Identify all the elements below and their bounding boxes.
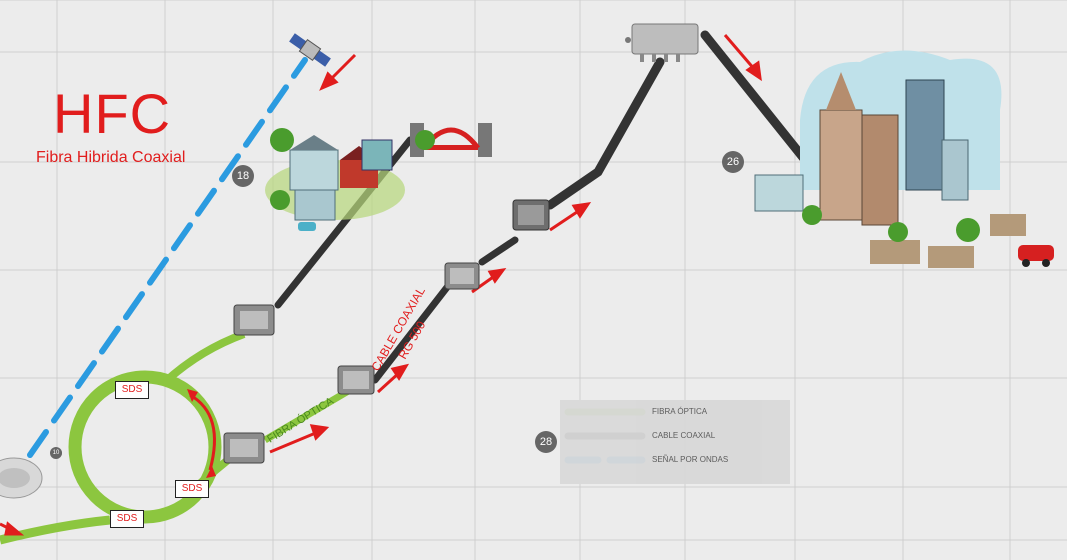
- legend-fibra-label: FIBRA ÓPTICA: [652, 407, 708, 416]
- houses-icon: [265, 128, 405, 231]
- splitter-icon: [625, 23, 699, 62]
- coax-to-city: [700, 30, 810, 165]
- coax-node3: [371, 273, 459, 384]
- fiber-link-node1: [162, 330, 246, 385]
- ring-arrow: [189, 393, 216, 471]
- ring-arrow-head: [187, 389, 198, 402]
- dish-icon: [0, 457, 43, 499]
- signal-arrows: [0, 34, 762, 536]
- sds-box-right: SDS: [175, 480, 209, 498]
- callout-28: 28: [535, 431, 557, 453]
- node-icon: [337, 365, 375, 395]
- sds-box-bottom: SDS: [110, 510, 144, 528]
- node-icon: [444, 262, 480, 290]
- node-icon: [512, 199, 550, 231]
- fiber-link-headend: [0, 515, 111, 545]
- legend-cable-label: CABLE COAXIAL: [652, 431, 716, 440]
- page-title: HFC: [53, 82, 172, 145]
- city-icon: [754, 50, 1026, 268]
- coax-amp1: [478, 236, 519, 266]
- legend: FIBRA ÓPTICA CABLE COAXIAL SEÑAL POR OND…: [560, 400, 790, 484]
- callout-26: 26: [722, 151, 744, 173]
- bridge-icon: [410, 123, 492, 157]
- ring-arrow-tail: [206, 466, 216, 478]
- wave-signal: [27, 57, 308, 458]
- callout-10: 10: [50, 447, 62, 459]
- callout-18: 18: [232, 165, 254, 187]
- page-subtitle: Fibra Hibrida Coaxial: [36, 149, 186, 166]
- satellite-icon: [289, 33, 331, 67]
- fiber-link-node3: [263, 386, 352, 444]
- sds-box-top: SDS: [115, 381, 149, 399]
- node-icon: [233, 304, 275, 336]
- car-icon: [1018, 245, 1054, 267]
- legend-wave-label: SEÑAL POR ONDAS: [652, 455, 729, 464]
- coax-trunk: [545, 57, 665, 210]
- node-icon: [223, 432, 265, 464]
